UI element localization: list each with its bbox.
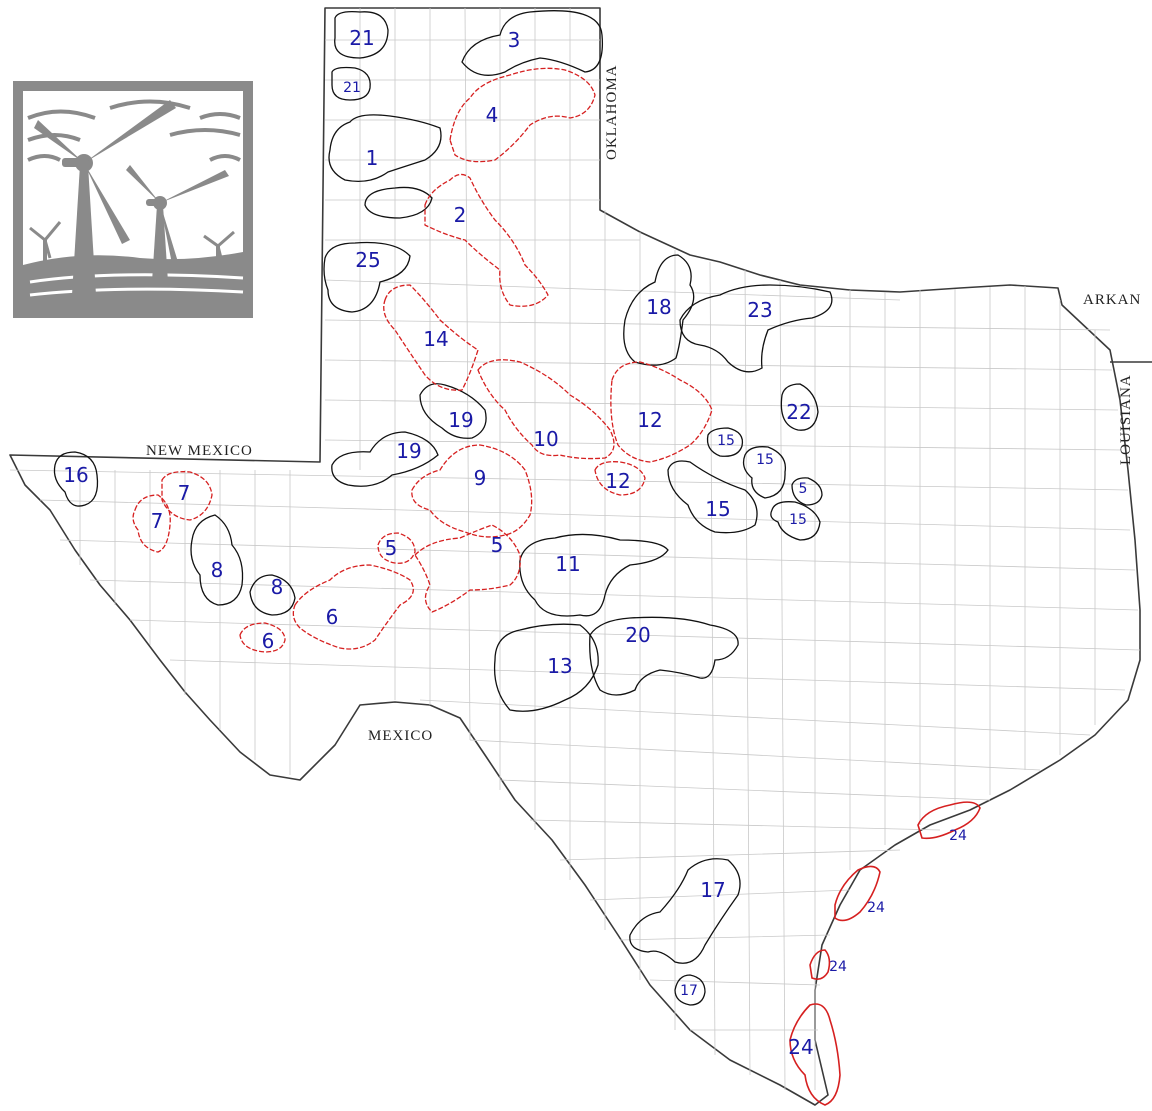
zone-21-top-outline xyxy=(334,10,389,59)
zone-number-8: 8 xyxy=(211,558,224,582)
county-lines xyxy=(9,7,1141,1091)
zone-19-lower-outline xyxy=(331,431,439,487)
zone-5-large-outline xyxy=(414,524,521,613)
zone-number-8: 8 xyxy=(271,575,284,599)
zone-11-outline xyxy=(519,533,669,617)
zone-number-18: 18 xyxy=(646,295,671,319)
zone-number-24: 24 xyxy=(949,828,967,844)
zone-16-outline xyxy=(53,451,99,507)
arkansas-label: ARKAN xyxy=(1083,292,1141,308)
zone-number-22: 22 xyxy=(786,400,811,424)
zone-number-12: 12 xyxy=(637,408,662,432)
zone-7-left-outline xyxy=(132,494,171,553)
zone-24-a-outline xyxy=(917,801,981,840)
zone-number-6: 6 xyxy=(326,605,339,629)
wind-zone-numbers: 1 2 3 4 5 5 5 6 6 7 7 8 8 9 10 11 12 12 … xyxy=(63,26,967,1059)
zone-24-c-outline xyxy=(809,949,831,980)
zone-number-21: 21 xyxy=(343,80,361,96)
zone-number-17: 17 xyxy=(700,878,725,902)
zone-24-d-outline xyxy=(789,1003,841,1106)
zone-18-outline xyxy=(623,254,695,366)
zone-15-a-outline xyxy=(706,427,744,457)
zone-number-4: 4 xyxy=(486,103,499,127)
zone-number-3: 3 xyxy=(508,28,521,52)
zone-6-small-outline xyxy=(239,622,286,653)
zone-24-b-outline xyxy=(834,865,881,922)
zone-number-9: 9 xyxy=(474,466,487,490)
wind-turbines-icon xyxy=(13,81,253,318)
zone-number-24: 24 xyxy=(829,959,847,975)
zone-1-lower-outline xyxy=(364,186,433,219)
louisiana-label: LOUISIANA xyxy=(1118,374,1134,465)
new-mexico-label: NEW MEXICO xyxy=(146,443,253,459)
zone-number-15: 15 xyxy=(717,433,735,449)
zone-number-15: 15 xyxy=(705,497,730,521)
zone-9-outline xyxy=(411,444,533,538)
zone-number-6: 6 xyxy=(262,629,275,653)
zone-19-upper-outline xyxy=(419,383,487,439)
zone-15-c-outline xyxy=(667,460,758,534)
zone-number-5: 5 xyxy=(491,533,504,557)
zone-22-outline xyxy=(780,383,819,431)
zone-17-small-outline xyxy=(674,974,706,1006)
zone-13-outline xyxy=(493,623,599,712)
zone-number-19: 19 xyxy=(396,439,421,463)
zone-number-16: 16 xyxy=(63,463,88,487)
zone-number-2: 2 xyxy=(454,203,467,227)
zone-2-outline xyxy=(424,173,549,307)
zone-6-large-outline xyxy=(292,564,414,650)
zone-number-19: 19 xyxy=(448,408,473,432)
zone-number-23: 23 xyxy=(747,298,772,322)
zone-number-20: 20 xyxy=(625,623,650,647)
zone-23-outline xyxy=(679,284,833,373)
zone-21-bottom-outline xyxy=(331,66,371,101)
mexico-label: MEXICO xyxy=(368,728,433,744)
zone-number-5: 5 xyxy=(385,536,398,560)
zone-15-b-outline xyxy=(742,446,787,499)
zone-number-7: 7 xyxy=(178,481,191,505)
zone-12-upper-outline xyxy=(610,361,713,463)
zone-number-12: 12 xyxy=(605,469,630,493)
zone-number-13: 13 xyxy=(547,654,572,678)
wind-zone-outlines xyxy=(53,10,981,1106)
zone-14-outline xyxy=(383,284,479,391)
zone-12-lower-outline xyxy=(594,461,646,496)
zone-number-21: 21 xyxy=(349,26,374,50)
zone-20-outline xyxy=(589,616,739,696)
zone-25-outline xyxy=(323,241,411,313)
zone-7-right-outline xyxy=(161,471,213,521)
zone-number-15: 15 xyxy=(756,452,774,468)
zone-number-14: 14 xyxy=(423,327,448,351)
zone-4-outline xyxy=(449,67,596,163)
zone-8-large-outline xyxy=(190,514,244,606)
zone-number-15: 15 xyxy=(789,512,807,528)
zone-number-7: 7 xyxy=(151,509,164,533)
zone-number-10: 10 xyxy=(533,427,558,451)
zone-5-small-outline xyxy=(377,532,416,564)
zone-15-d-outline xyxy=(770,501,821,541)
zone-8-small-outline xyxy=(249,574,296,616)
oklahoma-label: OKLAHOMA xyxy=(604,65,620,161)
zone-10-outline xyxy=(477,359,615,460)
zone-17-large-outline xyxy=(629,858,741,964)
zone-1-outline xyxy=(328,114,442,183)
zone-number-17: 17 xyxy=(680,983,698,999)
zone-number-24: 24 xyxy=(867,900,885,916)
zone-number-1: 1 xyxy=(366,146,379,170)
zone-3-outline xyxy=(461,10,604,76)
zone-number-24: 24 xyxy=(788,1035,813,1059)
zone-number-11: 11 xyxy=(555,552,580,576)
zone-5-black-outline xyxy=(791,477,823,506)
zone-number-25: 25 xyxy=(355,248,380,272)
zone-number-5: 5 xyxy=(799,481,808,497)
